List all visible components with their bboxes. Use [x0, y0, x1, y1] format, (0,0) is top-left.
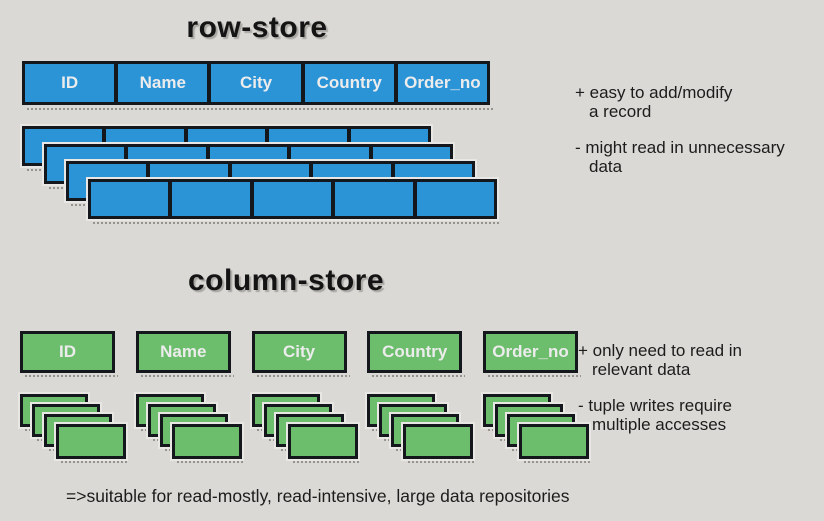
record-cell [335, 182, 413, 216]
column-store-title: column-store [187, 264, 385, 297]
column-card-group [367, 394, 476, 463]
column-card [519, 424, 591, 463]
column-card-group [251, 394, 360, 463]
record-cell [172, 182, 250, 216]
column-store-stack [20, 394, 591, 463]
header-cell: Name [118, 64, 208, 102]
column-header-cell: Name [135, 331, 234, 377]
record-strip [88, 179, 501, 224]
record-cell [91, 182, 169, 216]
annotation-line: + only need to read in [578, 341, 742, 360]
annotation-line: - tuple writes require [578, 396, 733, 415]
column-store-header: ID Name City Country Order_no [20, 331, 581, 377]
column-card [171, 424, 244, 463]
column-card-group [135, 394, 244, 463]
header-cell: Order_no [397, 64, 488, 102]
column-header-cell: Order_no [483, 331, 581, 377]
annotation-line: + easy to add/modify [575, 83, 733, 102]
row-store-title: row-store [186, 11, 328, 44]
column-card [56, 424, 128, 463]
annotation-line: - might read in unnecessary [575, 138, 785, 157]
column-card-group [483, 394, 591, 463]
annotation-line: multiple accesses [592, 415, 727, 434]
column-header-cell: ID [20, 331, 118, 377]
column-header-cell: Country [367, 331, 466, 377]
column-header-cell: City [251, 331, 350, 377]
column-card [403, 424, 476, 463]
header-cell: City [211, 64, 301, 102]
record-cell [253, 182, 332, 216]
annotation-line: data [589, 157, 623, 176]
header-cell: ID [25, 64, 115, 102]
annotation-line: relevant data [592, 360, 691, 379]
column-card [287, 424, 360, 463]
column-card-group [20, 394, 128, 463]
annotation-line: a record [589, 102, 652, 121]
footer-note: =>suitable for read-mostly, read-intensi… [66, 486, 570, 506]
record-cell [416, 182, 495, 216]
header-cell: Country [304, 64, 394, 102]
